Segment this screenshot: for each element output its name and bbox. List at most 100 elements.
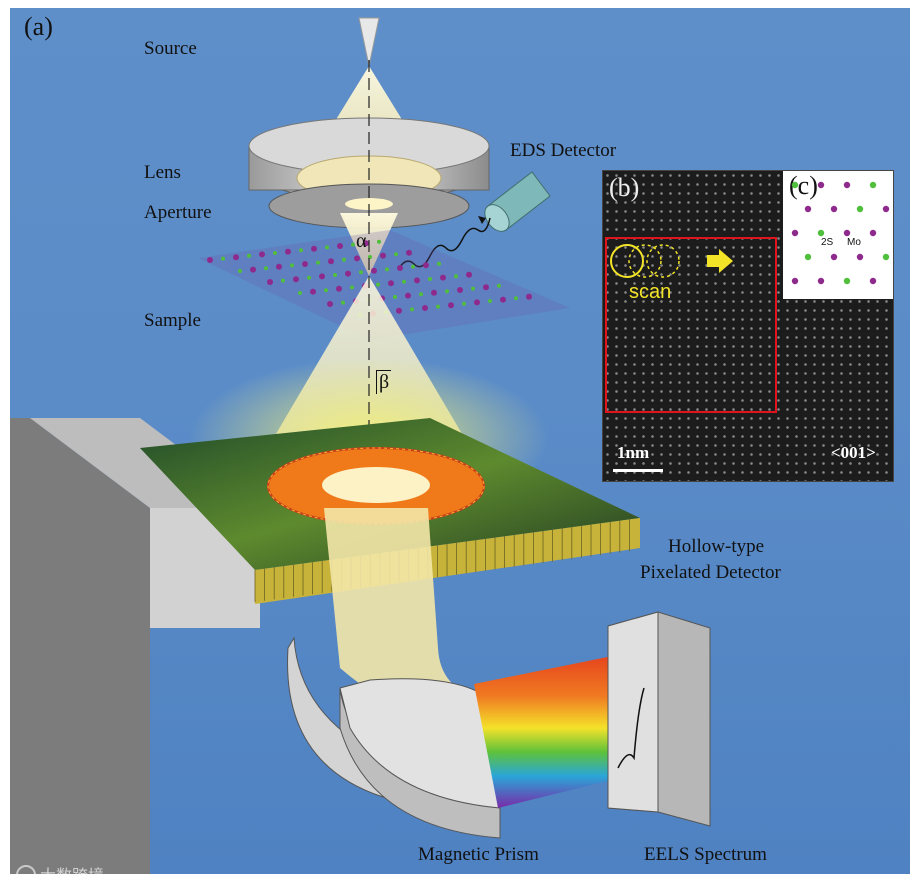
model-atom bbox=[856, 253, 864, 261]
detector-label-line1: Hollow-type bbox=[668, 536, 765, 557]
lattice-atom bbox=[526, 293, 532, 300]
lattice-atom bbox=[388, 280, 394, 287]
lattice-atom bbox=[310, 288, 316, 295]
lattice-atom bbox=[250, 266, 256, 273]
lattice-atom bbox=[281, 278, 285, 283]
lattice-atom bbox=[325, 245, 329, 250]
model-atom bbox=[843, 229, 851, 237]
beta-label: β bbox=[376, 370, 392, 394]
schematic-drawing bbox=[10, 17, 711, 874]
model-atom bbox=[882, 205, 890, 213]
lattice-atom bbox=[354, 255, 360, 262]
model-atom bbox=[869, 277, 877, 285]
scan-arrow-icon bbox=[707, 249, 733, 273]
lattice-atom bbox=[273, 251, 277, 255]
lattice-atom bbox=[311, 245, 317, 252]
lattice-atom bbox=[393, 295, 397, 299]
lattice-atom bbox=[221, 256, 225, 261]
lattice-atom bbox=[336, 285, 342, 292]
lattice-atom bbox=[436, 304, 440, 309]
lattice-atom bbox=[328, 258, 334, 265]
lattice-atom bbox=[233, 254, 239, 261]
haadf-image-inset: (b) (c) 2S Mo scan 1nm <001> bbox=[602, 170, 894, 482]
lattice-atom bbox=[396, 307, 402, 314]
lattice-atom bbox=[514, 296, 518, 301]
lattice-atom bbox=[267, 279, 273, 285]
beam-to-prism bbox=[324, 508, 480, 728]
lattice-atom bbox=[371, 267, 377, 274]
lattice-atom bbox=[466, 271, 472, 278]
lattice-atom bbox=[380, 252, 386, 259]
pixelated-detector bbox=[140, 418, 640, 604]
lattice-atom bbox=[448, 302, 454, 309]
lattice-atom bbox=[290, 263, 294, 268]
lattice-atom bbox=[327, 301, 333, 307]
lattice-atom bbox=[422, 305, 428, 311]
lattice-atom bbox=[337, 243, 343, 249]
model-atom bbox=[817, 277, 825, 285]
lattice-atom bbox=[247, 253, 251, 258]
lattice-atom bbox=[406, 249, 412, 256]
sample-lattice bbox=[198, 230, 570, 340]
model-atom bbox=[791, 229, 799, 237]
lattice-atom bbox=[405, 292, 411, 299]
model-atom bbox=[817, 229, 825, 237]
atomic-model-dots bbox=[791, 181, 890, 285]
legend-2s: 2S bbox=[821, 237, 834, 248]
lattice-atom bbox=[419, 292, 423, 297]
eds-detector bbox=[484, 171, 551, 232]
lattice-atom bbox=[410, 307, 414, 312]
lattice-atom bbox=[276, 263, 282, 270]
scan-label: scan bbox=[629, 281, 672, 303]
lattice-atom bbox=[397, 265, 403, 271]
stem-schematic-figure: (a) Source Lens Aperture EDS Detector Sa… bbox=[10, 8, 910, 874]
panel-label-a: (a) bbox=[24, 12, 53, 41]
lattice-atom bbox=[285, 248, 291, 255]
scale-bar-label: 1nm bbox=[617, 443, 650, 462]
model-atom bbox=[869, 229, 877, 237]
source-label: Source bbox=[144, 38, 197, 59]
lattice-atom bbox=[293, 276, 299, 283]
lattice-atom bbox=[342, 257, 346, 262]
lattice-atom bbox=[394, 252, 398, 257]
lattice-atom bbox=[319, 273, 325, 280]
eels-screen bbox=[607, 611, 711, 827]
scale-bar bbox=[613, 469, 663, 472]
lattice-atom bbox=[445, 289, 449, 294]
legend-mo: Mo bbox=[847, 237, 861, 248]
lattice-atom bbox=[488, 299, 492, 303]
lattice-atom bbox=[431, 289, 437, 296]
lattice-atom bbox=[259, 251, 265, 258]
lattice-atom bbox=[359, 270, 363, 275]
lattice-atom bbox=[302, 261, 308, 267]
model-atom bbox=[791, 277, 799, 285]
model-atom bbox=[843, 181, 851, 189]
lattice-atom bbox=[411, 264, 415, 269]
model-atom bbox=[830, 253, 838, 261]
lattice-atom bbox=[363, 240, 369, 247]
lattice-atom bbox=[341, 300, 345, 305]
model-atom bbox=[804, 205, 812, 213]
lattice-atom bbox=[474, 299, 480, 306]
lattice-atom bbox=[238, 269, 242, 273]
atomic-model-inset: (c) 2S Mo bbox=[783, 171, 893, 299]
lattice-atom bbox=[437, 261, 441, 266]
lattice-atom bbox=[264, 266, 268, 271]
lattice-atom bbox=[377, 239, 381, 244]
model-atom bbox=[843, 277, 851, 285]
lattice-atom bbox=[350, 285, 354, 290]
lattice-atom bbox=[351, 242, 355, 247]
panel-label-b: (b) bbox=[609, 173, 640, 202]
lattice-atom bbox=[423, 262, 429, 269]
watermark-logo: 大数跨境 bbox=[16, 865, 104, 874]
lattice-atom bbox=[307, 275, 311, 280]
lattice-atom bbox=[324, 288, 328, 293]
eds-detector-label: EDS Detector bbox=[510, 140, 617, 161]
svg-text:大数跨境: 大数跨境 bbox=[40, 866, 104, 874]
lattice-atom bbox=[500, 296, 506, 303]
model-atom bbox=[882, 253, 890, 261]
eels-spectrum-label: EELS Spectrum bbox=[644, 844, 767, 865]
lattice-atom bbox=[299, 248, 303, 253]
magnetic-prism-label: Magnetic Prism bbox=[418, 844, 539, 865]
model-atom bbox=[856, 205, 864, 213]
